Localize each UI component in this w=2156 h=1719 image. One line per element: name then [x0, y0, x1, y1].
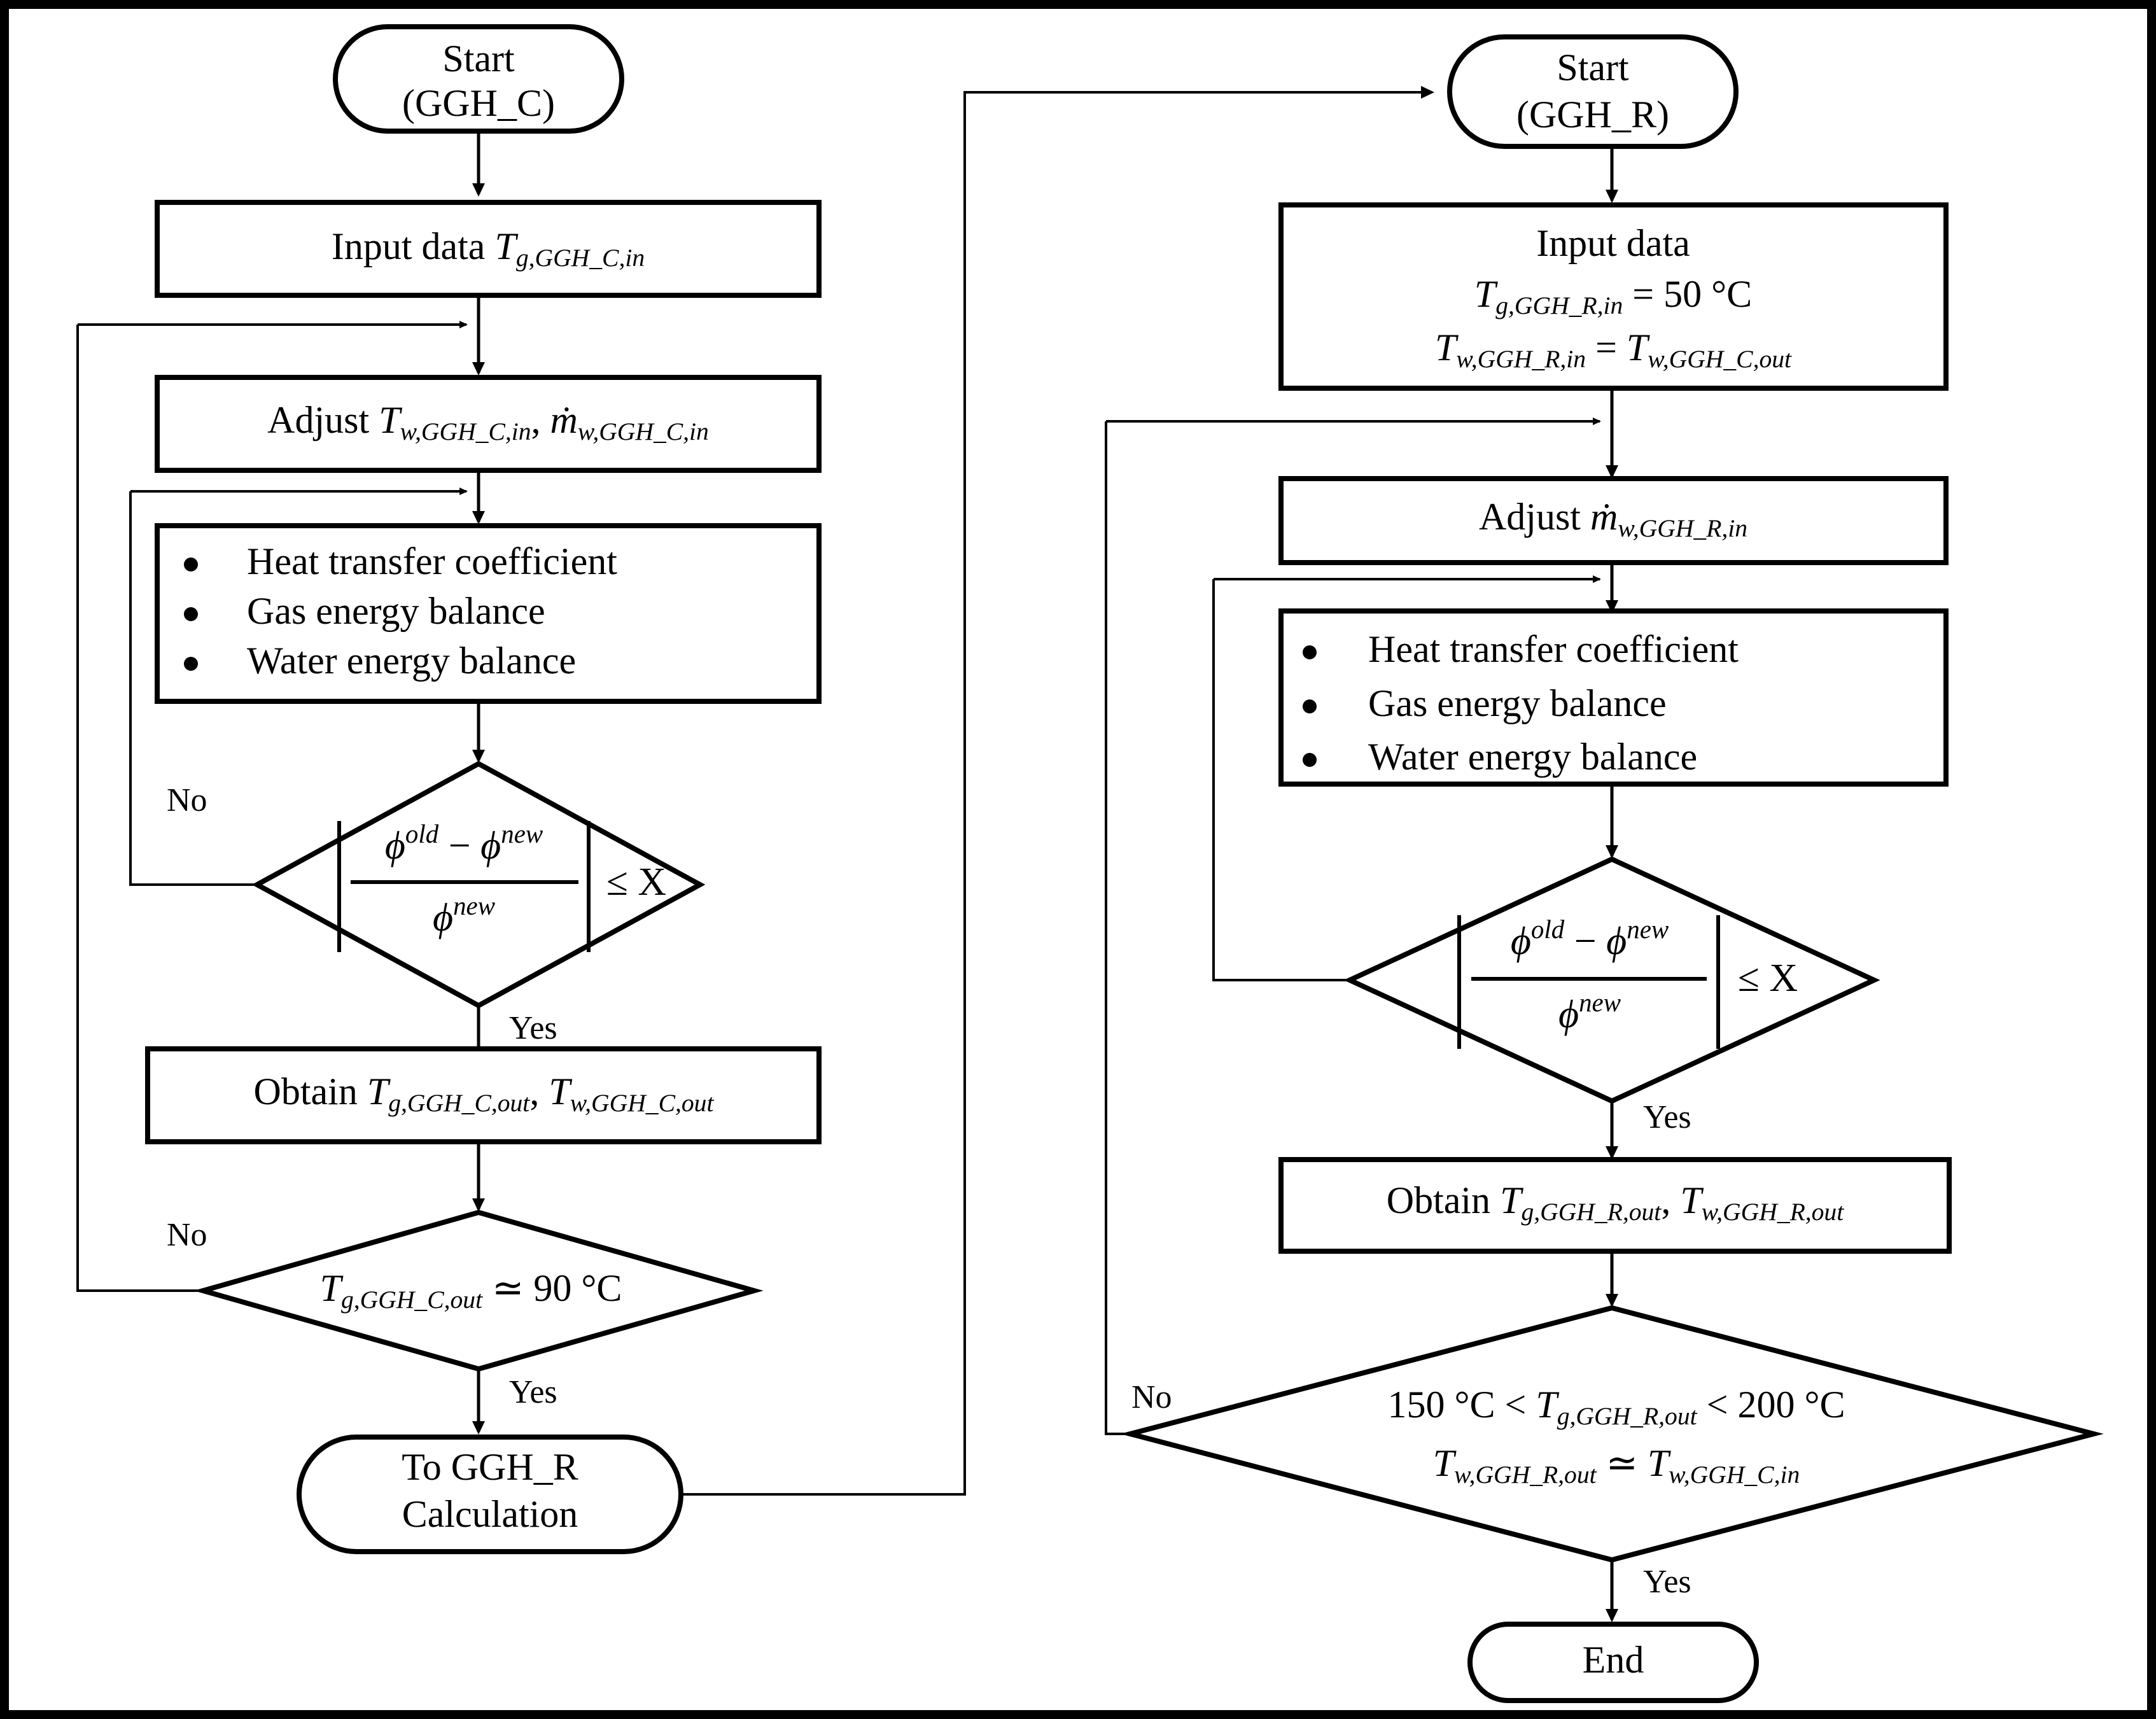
left-bullet-3: Water energy balance — [247, 640, 576, 682]
right-final-yes-label: Yes — [1643, 1564, 1691, 1600]
left-converge-yes-label: Yes — [509, 1010, 557, 1046]
right-final-line2: Tw,GGH_R,out ≃ Tw,GGH_C,in — [1433, 1442, 1800, 1489]
edge-left-converge-no — [129, 491, 257, 886]
right-adjust-text: Adjust ṁw,GGH_R,in — [1479, 496, 1747, 542]
left-obtain-text: Obtain Tg,GGH_C,out, Tw,GGH_C,out — [254, 1070, 715, 1117]
right-bullet-dot-3 — [1303, 753, 1317, 767]
right-obtain-box — [1278, 1157, 1952, 1254]
right-converge-numerator: ϕold − ϕnew — [1511, 915, 1669, 963]
left-converge-numerator: ϕold − ϕnew — [385, 820, 543, 867]
left-compute-box — [155, 523, 822, 704]
right-start-terminator — [1447, 34, 1739, 149]
right-converge-denominator: ϕnew — [1558, 988, 1621, 1036]
edge-right-converge-no — [1212, 579, 1350, 981]
left-bullet-dot-3 — [184, 657, 198, 671]
left-bullet-1: Heat transfer coefficient — [247, 540, 617, 582]
left-input-text: Input data Tg,GGH_C,in — [332, 225, 645, 272]
left-converge-denominator: ϕnew — [433, 892, 495, 939]
right-bullet-2: Gas energy balance — [1368, 682, 1667, 724]
right-obtain-text: Obtain Tg,GGH_R,out, Tw,GGH_R,out — [1387, 1179, 1844, 1226]
right-final-no-label: No — [1131, 1379, 1172, 1415]
right-bullet-3: Water energy balance — [1368, 736, 1697, 778]
left-adjust-box — [155, 375, 822, 473]
left-check90-yes-label: Yes — [509, 1374, 557, 1410]
left-check90-no-label: No — [167, 1217, 207, 1253]
left-bullet-dot-1 — [184, 558, 198, 572]
right-bullet-dot-2 — [1303, 699, 1317, 713]
right-converge-compare: ≤ X — [1738, 957, 1798, 1000]
left-start-line1: Start — [442, 38, 515, 80]
left-input-box — [155, 200, 822, 298]
left-goto-line2: Calculation — [402, 1493, 578, 1535]
right-bullet-1: Heat transfer coefficient — [1368, 628, 1739, 670]
left-converge-no-label: No — [167, 782, 207, 818]
right-end-label: End — [1583, 1639, 1644, 1681]
right-input-box — [1278, 202, 1949, 391]
left-obtain-box — [145, 1046, 822, 1144]
left-converge-compare: ≤ X — [606, 860, 666, 904]
edge-right-final-no — [1105, 421, 1130, 1435]
right-start-line2: (GGH_R) — [1516, 94, 1669, 136]
edge-left-check90-no — [76, 325, 203, 1292]
right-bullet-dot-1 — [1303, 645, 1317, 659]
right-converge-yes-label: Yes — [1643, 1099, 1691, 1135]
right-input-line2: Tg,GGH_R,in = 50 °C — [1474, 273, 1752, 319]
left-check90-text: Tg,GGH_C,out ≃ 90 °C — [320, 1267, 622, 1314]
left-adjust-text: Adjust Tw,GGH_C,in, ṁw,GGH_C,in — [267, 399, 709, 446]
right-adjust-box — [1278, 476, 1949, 565]
right-final-line1: 150 °C < Tg,GGH_R,out < 200 °C — [1388, 1384, 1845, 1430]
left-start-line2: (GGH_C) — [402, 82, 555, 124]
right-compute-box — [1278, 608, 1949, 787]
left-bullet-dot-2 — [184, 607, 198, 621]
edge-cross-goto-to-right-start — [681, 86, 1434, 1496]
right-input-line3: Tw,GGH_R,in = Tw,GGH_C,out — [1435, 326, 1792, 373]
right-start-line1: Start — [1557, 46, 1629, 88]
left-goto-line1: To GGH_R — [402, 1446, 578, 1488]
left-bullet-2: Gas energy balance — [247, 590, 545, 632]
right-input-line1: Input data — [1536, 222, 1690, 264]
right-final-decision-diamond — [1120, 1305, 2104, 1563]
right-end-terminator — [1467, 1622, 1759, 1703]
